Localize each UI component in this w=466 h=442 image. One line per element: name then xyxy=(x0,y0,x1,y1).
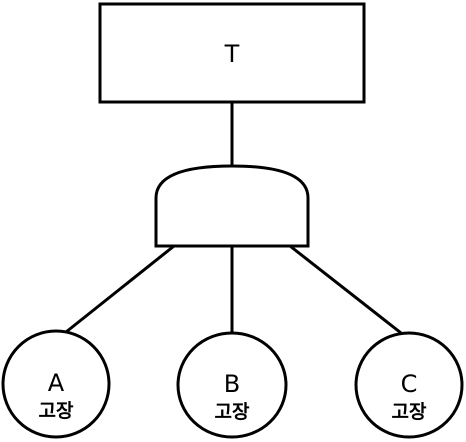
basic-event-a-letter: A xyxy=(48,369,65,397)
basic-event-c-letter: C xyxy=(401,370,418,398)
basic-event-c-circle xyxy=(354,331,464,439)
basic-event-b: B 고장 xyxy=(176,331,288,439)
basic-event-b-circle xyxy=(176,331,288,439)
basic-event-a: A 고장 xyxy=(1,329,111,439)
basic-event-a-circle xyxy=(1,329,111,439)
basic-event-c: C 고장 xyxy=(354,331,464,439)
top-event-box xyxy=(98,2,366,104)
branch-line-c xyxy=(289,244,411,342)
top-event-label: T xyxy=(224,40,240,68)
branch-line-a xyxy=(55,244,175,342)
basic-event-b-letter: B xyxy=(224,370,240,398)
basic-event-b-word: 고장 xyxy=(215,401,250,423)
top-event: T xyxy=(98,2,366,104)
basic-event-a-word: 고장 xyxy=(39,400,74,422)
basic-event-c-word: 고장 xyxy=(392,401,427,423)
and-gate xyxy=(154,164,310,248)
